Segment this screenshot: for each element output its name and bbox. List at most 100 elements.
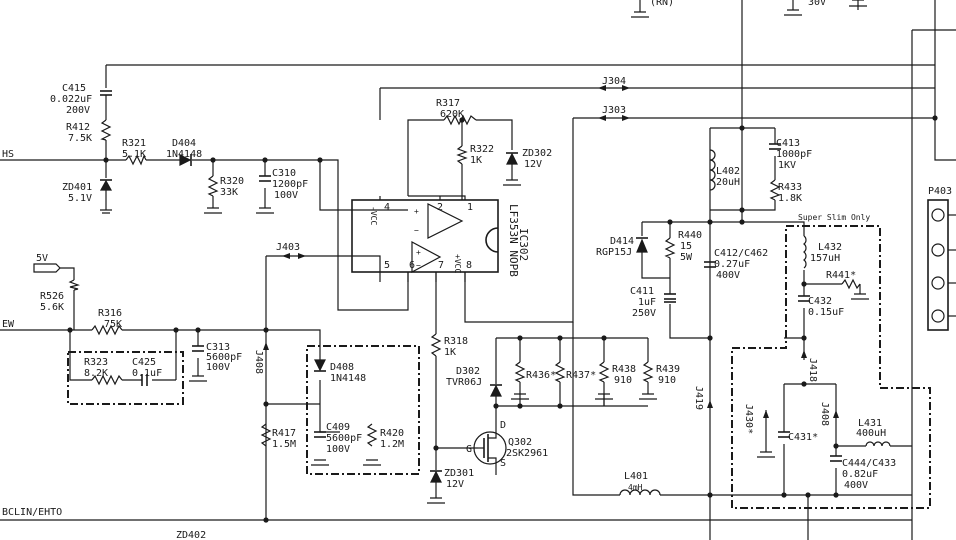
r439-value: 910: [658, 375, 676, 386]
c411-ref: C411: [630, 286, 654, 297]
l401-ref: L401: [624, 471, 648, 482]
r440-value: 15: [680, 241, 692, 252]
l431-ref: L431: [858, 418, 882, 429]
l432-ref: L432: [818, 242, 842, 253]
jumper-j418: J418: [807, 358, 818, 382]
d302-ref: D302: [456, 366, 480, 377]
jumper-j304: J304: [602, 76, 626, 87]
signal-ew: EW: [2, 319, 15, 330]
r320-ref: R320: [220, 176, 244, 187]
c432-value: 0.15uF: [808, 307, 844, 318]
c412-rating: 400V: [716, 270, 740, 281]
signal-5v: 5V: [36, 253, 48, 264]
l402-ref: L402: [716, 166, 740, 177]
l402-value: 20uH: [716, 177, 740, 188]
c412-value: 0.27uF: [714, 259, 750, 270]
zd301-ref: ZD301: [444, 468, 474, 479]
c313-value: 5600pF: [206, 352, 242, 363]
c310-value: 1200pF: [272, 179, 308, 190]
q302-ref: Q302: [508, 437, 532, 448]
l431-value: 400uH: [856, 428, 886, 439]
ic-pin-5: 5: [384, 260, 390, 271]
c310-rating: 100V: [274, 190, 298, 201]
ic-pin-2: 2: [437, 202, 443, 213]
5v-source-arrow: [33, 263, 61, 273]
d404-ref: D404: [172, 138, 196, 149]
p403-label: P403: [928, 186, 952, 197]
r317-ref: R317: [436, 98, 460, 109]
zd302-ref: ZD302: [522, 148, 552, 159]
r322-ref: R322: [470, 144, 494, 155]
r436-ref: R436*: [526, 370, 556, 381]
jumper-j303: J303: [602, 105, 626, 116]
c444-rating: 400V: [844, 480, 868, 491]
jumper-arrows: [263, 85, 839, 418]
ic-pin-8: 8: [466, 260, 472, 271]
d408-ref: D408: [330, 362, 354, 373]
zd402-label: ZD402: [176, 530, 206, 540]
svg-text:−: −: [416, 261, 421, 270]
ic-ref-label: IC302: [517, 228, 530, 261]
signal-hs: HS: [2, 149, 14, 160]
c411-rating: 250V: [632, 308, 656, 319]
c415-ref: C415: [62, 83, 86, 94]
r316-ref: R316: [98, 308, 122, 319]
c432-ref: C432: [808, 296, 832, 307]
c413-ref: C413: [776, 138, 800, 149]
d414-value: RGP15J: [596, 247, 632, 258]
r321-value: 5.1K: [122, 149, 146, 160]
ic-vneg-label: -VCC: [369, 206, 378, 225]
p403-connector: [927, 199, 956, 331]
r438-value: 910: [614, 375, 632, 386]
d302-value: TVR06J: [446, 377, 482, 388]
zd301-value: 12V: [446, 479, 464, 490]
r318-value: 1K: [444, 347, 456, 358]
ic-pin-7: 7: [438, 260, 444, 271]
r526-ref: R526: [40, 291, 64, 302]
r417-ref: R417: [272, 428, 296, 439]
c310-ref: C310: [272, 168, 296, 179]
r321-ref: R321: [122, 138, 146, 149]
jumper-j430: J430*: [743, 404, 754, 434]
l401-value: 4mH: [628, 483, 643, 492]
c409-ref: C409: [326, 422, 350, 433]
dashed-option-boxes: [67, 225, 931, 509]
svg-text:+: +: [414, 207, 419, 216]
zd401-value: 5.1V: [68, 193, 92, 204]
d408-value: 1N4148: [330, 373, 366, 384]
c412-ref: C412/C462: [714, 248, 768, 259]
ic302-package: + − + −: [351, 195, 499, 282]
r322-value: 1K: [470, 155, 482, 166]
r440-rating: 5W: [680, 252, 693, 263]
diode-symbols: [99, 152, 648, 483]
super-slim-label: Super Slim Only: [798, 213, 870, 222]
ic-pin-4: 4: [384, 202, 390, 213]
q302-pin-d: D: [500, 420, 506, 431]
top-30v-label: 30V: [808, 0, 826, 8]
ground-symbols: [100, 0, 869, 504]
r438-ref: R438: [612, 364, 636, 375]
d414-ref: D414: [610, 236, 634, 247]
c415-rating: 200V: [66, 105, 90, 116]
r440-ref: R440: [678, 230, 702, 241]
c313-ref: C313: [206, 342, 230, 353]
r323-value: 8.2K: [84, 368, 108, 379]
ic-part-label: LF353N NOPB: [507, 204, 520, 277]
r441-ref: R441*: [826, 270, 856, 281]
d404-value: 1N4148: [166, 149, 202, 160]
resistor-symbols: [68, 114, 861, 447]
jumper-j408-left: J408: [253, 350, 264, 374]
r420-ref: R420: [380, 428, 404, 439]
q302-pin-g: G: [466, 444, 472, 455]
r433-ref: R433: [778, 182, 802, 193]
c444-value: 0.82uF: [842, 469, 878, 480]
c413-rating: 1KV: [778, 160, 796, 171]
r412-value: 7.5K: [68, 133, 92, 144]
q302-value: 2SK2961: [506, 448, 548, 459]
r320-value: 33K: [220, 187, 238, 198]
c425-value: 0.1uF: [132, 368, 162, 379]
r323-ref: R323: [84, 357, 108, 368]
c444-ref: C444/C433: [842, 458, 896, 469]
